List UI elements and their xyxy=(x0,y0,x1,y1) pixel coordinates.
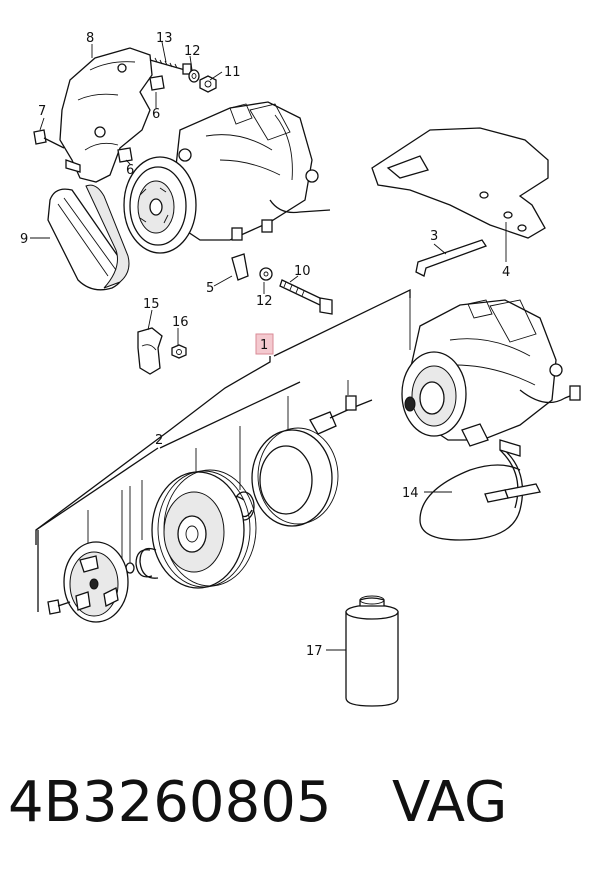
snap-ring xyxy=(135,547,159,579)
clutch-plate xyxy=(63,541,129,623)
callout-1-highlight xyxy=(255,333,274,355)
callout-4: 4 xyxy=(502,265,510,280)
callout-10: 10 xyxy=(294,264,311,279)
bracket-5 xyxy=(231,253,249,281)
parts-diagram: 1 2 3 4 5 6 6 7 8 9 10 11 12 12 13 14 15… xyxy=(20,31,581,707)
callout-14: 14 xyxy=(402,486,419,501)
callout-17: 17 xyxy=(306,644,323,659)
washer-12 xyxy=(188,69,200,83)
callout-12b: 12 xyxy=(256,294,273,309)
sensor-harness xyxy=(419,439,541,541)
nut-11 xyxy=(199,75,217,93)
callout-16: 16 xyxy=(172,315,189,330)
callout-9: 9 xyxy=(20,232,28,247)
bolt-7 xyxy=(33,129,65,149)
callout-6a: 6 xyxy=(152,107,160,122)
mounting-bracket xyxy=(59,47,153,183)
caption-bar: 4B3260805 VAG xyxy=(0,770,600,870)
washer-12b xyxy=(259,267,273,281)
sleeve-6-lower xyxy=(117,147,133,163)
callout-13: 13 xyxy=(156,31,173,46)
brand-label: VAG xyxy=(392,770,508,835)
callout-5: 5 xyxy=(206,281,214,296)
bolt-10 xyxy=(279,279,333,315)
callout-7: 7 xyxy=(38,104,46,119)
leader-lines xyxy=(30,41,507,651)
drive-belt xyxy=(47,184,130,291)
field-coil xyxy=(251,395,373,527)
lower-compressor xyxy=(401,299,581,447)
sleeve-6-upper xyxy=(149,75,165,91)
callout-15: 15 xyxy=(143,297,160,312)
heat-shield xyxy=(371,127,549,239)
callout-6b: 6 xyxy=(126,163,134,178)
callout-11: 11 xyxy=(224,65,241,80)
part-number-label: 4B3260805 xyxy=(8,770,332,835)
retaining-clip xyxy=(415,239,487,277)
oil-can xyxy=(345,595,399,707)
callout-8: 8 xyxy=(86,31,94,46)
callout-2: 2 xyxy=(155,433,163,448)
center-bolt xyxy=(47,599,71,615)
assembly-lines xyxy=(35,288,411,612)
callout-12a: 12 xyxy=(184,44,201,59)
nut-16 xyxy=(171,344,187,359)
clutch-pulley xyxy=(151,469,257,589)
upper-compressor xyxy=(123,101,331,254)
bolt-13 xyxy=(149,57,192,75)
callout-1: 1 xyxy=(260,338,268,353)
hose-bracket-15 xyxy=(137,327,163,375)
callout-3: 3 xyxy=(430,229,438,244)
